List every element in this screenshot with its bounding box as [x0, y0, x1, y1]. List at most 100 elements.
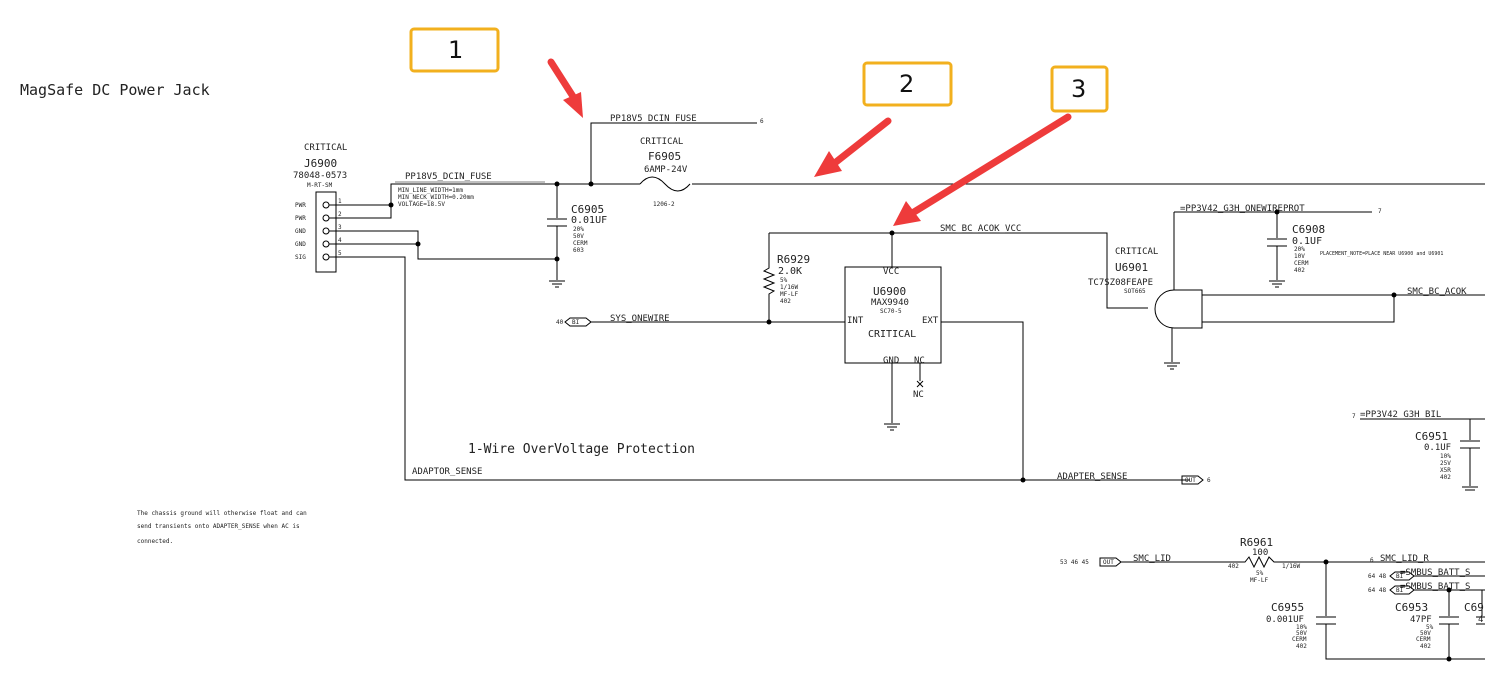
j6900-critical: CRITICAL — [304, 143, 347, 153]
ref-smc-lid-in: 53 46 45 — [1060, 559, 1089, 566]
c6905-spec: 50V — [573, 233, 584, 240]
flag-label: OUT — [1103, 559, 1114, 566]
net-dcin-fuse: PP18V5_DCIN_FUSE — [405, 172, 492, 182]
j6900-body — [315, 191, 337, 273]
j6900-pin-circle — [322, 201, 330, 209]
u6900-ref: U6900 — [873, 285, 906, 298]
callout-label: 2 — [899, 70, 914, 98]
connector-j6900: CRITICAL J6900 78048-0573 M-RT-SM PWR PW… — [293, 143, 347, 273]
u6900-nc-label: NC — [913, 390, 924, 400]
wire — [1325, 624, 1485, 660]
junction-dot — [1446, 656, 1452, 662]
flag-smbus-1: 64 48 BI =SMBUS_BATT_S — [1368, 568, 1485, 581]
nc-marker — [916, 363, 924, 388]
j6900-pkg: M-RT-SM — [307, 182, 333, 189]
c6955-spec: 50V — [1296, 630, 1307, 637]
u6901-pkg: SOT665 — [1124, 288, 1146, 295]
j6900-pin-num: 3 — [338, 224, 342, 231]
j6900-pin-name: PWR — [295, 215, 306, 222]
r6929-value: 2.0K — [778, 266, 802, 277]
c6955-value: 0.001UF — [1266, 615, 1304, 625]
j6900-pin-num: 4 — [338, 237, 342, 244]
c69xx-value: 4 — [1478, 615, 1483, 625]
schematic-title: MagSafe DC Power Jack — [20, 81, 210, 99]
note-line: The chassis ground will otherwise float … — [137, 510, 307, 517]
arrow-shaft — [832, 117, 892, 166]
u6901-part: TC7SZ08FEAPE — [1088, 278, 1153, 288]
junction-dot — [415, 241, 421, 247]
c6951-spec: 402 — [1440, 474, 1451, 481]
ref-onewireprot: 7 — [1378, 208, 1382, 215]
arrow-head — [814, 151, 842, 177]
r6961-pkg: 402 — [1228, 563, 1239, 570]
arrow-head — [893, 201, 921, 226]
junction-dot — [1391, 292, 1397, 298]
c6953-spec: CERM — [1416, 636, 1431, 643]
flag-shape — [1181, 475, 1204, 485]
arrow-shaft — [547, 58, 578, 102]
callout-box — [1050, 65, 1109, 113]
r6929-spec: MF-LF — [780, 291, 798, 298]
f6905-critical: CRITICAL — [640, 137, 683, 147]
net-smc-lid: SMC_LID — [1133, 554, 1171, 564]
wire — [390, 183, 1485, 205]
flag-label: BI — [1396, 587, 1404, 594]
r6961-spec: MF-LF — [1250, 577, 1268, 584]
arrow-3 — [893, 113, 1072, 226]
j6900-pin-name: GND — [295, 241, 306, 248]
net-dcin-fuse-top: PP18V5_DCIN_FUSE — [610, 114, 697, 124]
capacitor-c6908: C6908 0.1UF 20% 10V CERM 402 PLACEMENT_N… — [1267, 212, 1443, 288]
junction-dot — [554, 256, 560, 262]
net-smc-bc-acok-vcc: SMC_BC_ACOK_VCC — [940, 224, 1021, 234]
f6905-value: 6AMP-24V — [644, 165, 688, 175]
c6955-ref: C6955 — [1271, 601, 1304, 614]
ref-smc-lid-r: 6 — [1370, 557, 1374, 564]
junction-dot — [388, 202, 394, 208]
junction-dot — [1020, 477, 1026, 483]
net-smc-lid-r: SMC_LID_R — [1380, 554, 1429, 564]
fuse-mask — [640, 176, 692, 190]
net-adaptor-sense: ADAPTOR_SENSE — [412, 467, 482, 477]
c6955-spec: 402 — [1296, 643, 1307, 650]
ref-smbus: 64 48 — [1368, 573, 1386, 580]
j6900-pin-num: 1 — [338, 198, 342, 205]
u6901-critical: CRITICAL — [1115, 247, 1158, 257]
flag-label: BI — [1396, 573, 1404, 580]
r6961-value: 100 — [1252, 548, 1268, 558]
net-smc-bc-acok: SMC_BC_ACOK — [1407, 287, 1467, 297]
section-label: 1-Wire OverVoltage Protection — [468, 442, 695, 457]
net-pp3v42-onewireprot: =PP3V42_G3H_ONEWIREPROT — [1180, 204, 1305, 214]
ref-smbus: 64 48 — [1368, 587, 1386, 594]
j6900-pin-circle — [322, 214, 330, 222]
c6908-spec: 20% — [1294, 246, 1305, 253]
r6929-spec: 5% — [780, 277, 788, 284]
callout-label: 1 — [448, 36, 463, 64]
u6900-part: MAX9940 — [871, 298, 909, 308]
capacitor-c6905: C6905 0.01UF 20% 50V CERM 603 — [547, 184, 607, 288]
r6929-ref: R6929 — [777, 253, 810, 266]
j6900-pins: PWR PWR GND GND SIG 1 2 3 4 5 — [295, 198, 342, 261]
net-sys-onewire: SYS_ONEWIRE — [610, 314, 670, 324]
c6905-value: 0.01UF — [571, 215, 607, 226]
c6953-spec: 402 — [1420, 643, 1431, 650]
flag-shape — [1099, 557, 1122, 567]
flag-adapter-sense: OUT 6 — [1181, 475, 1211, 485]
dcin-prop: MIN_LINE_WIDTH=1mm — [398, 187, 463, 194]
j6900-pin-name: GND — [295, 228, 306, 235]
c6905-ref: C6905 — [571, 203, 604, 216]
wire — [329, 230, 419, 245]
j6900-pin-num: 2 — [338, 211, 342, 218]
c6955-spec: 10% — [1296, 624, 1307, 631]
arrow-2 — [814, 117, 892, 177]
c6908-value: 0.1UF — [1292, 236, 1322, 247]
callout-3: 3 — [1050, 65, 1109, 113]
callout-box — [862, 61, 953, 107]
note-line: send transients onto ADAPTER_SENSE when … — [137, 523, 300, 530]
wire — [590, 122, 757, 184]
ref-adapter-out: 6 — [1207, 477, 1211, 484]
flag-label: OUT — [1185, 477, 1196, 484]
flag-sys-onewire: 40 BI — [556, 317, 592, 327]
capacitor-c6953: C6953 47PF 5% 50V CERM 402 — [1395, 590, 1459, 662]
j6900-ref: J6900 — [304, 157, 337, 170]
